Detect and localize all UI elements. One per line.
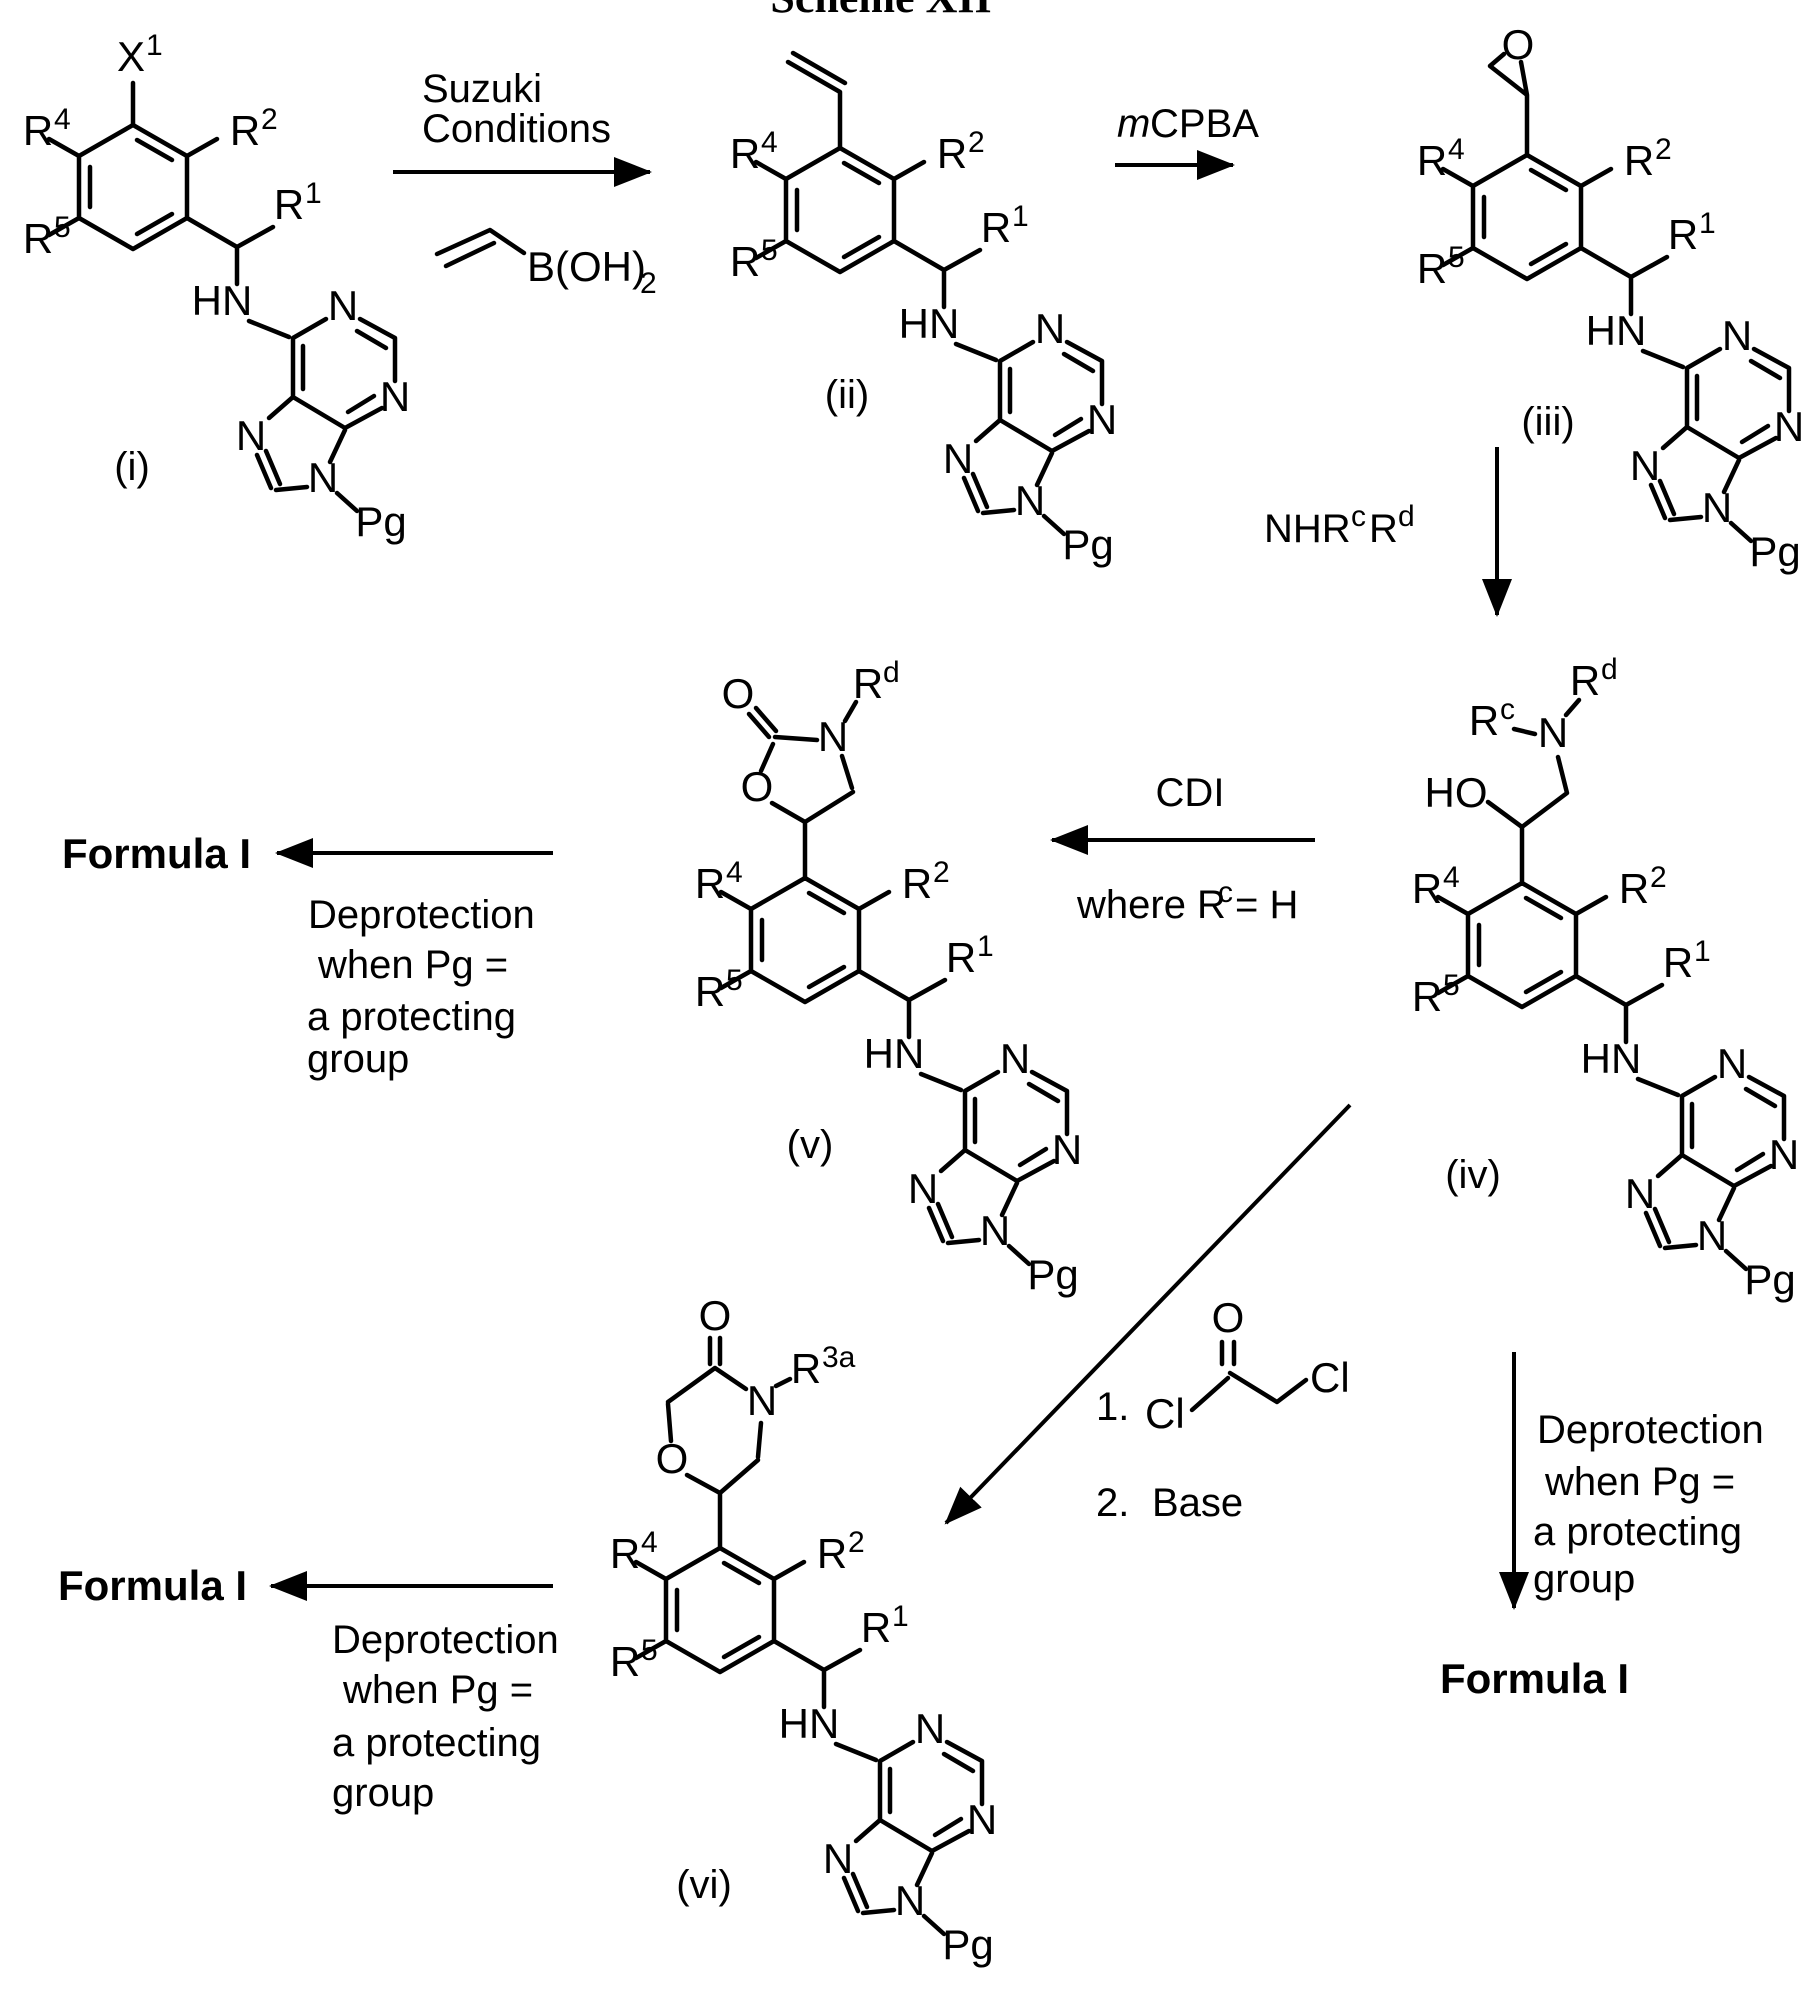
- label-ring-O: O: [656, 1435, 689, 1482]
- label-Rd: R: [853, 660, 883, 707]
- mcpba-text: CPBA: [1150, 102, 1259, 146]
- reaction-deprotection-bottom: Formula I Deprotection when Pg = a prote…: [58, 1562, 559, 1815]
- reaction-chloroacetylation: 1. Cl O Cl 2. Base: [946, 1105, 1350, 1525]
- amine-superscript-c: c: [1351, 500, 1366, 533]
- structure-iii-label: (iii): [1521, 400, 1574, 444]
- label-carbonyl-O: O: [699, 1292, 732, 1339]
- label-amine-N: N: [1538, 709, 1568, 756]
- structure-vi-label: (vi): [676, 1863, 732, 1907]
- superscript-1: 1: [146, 29, 163, 62]
- structure-vi: O N O R 3a: [610, 1292, 997, 1968]
- amine-superscript-d: d: [1398, 500, 1415, 533]
- amine-text-r: R: [1369, 507, 1398, 551]
- cdi-text: CDI: [1156, 771, 1225, 815]
- reaction-mcpba: m CPBA: [1115, 102, 1259, 165]
- label-R3a: R: [791, 1345, 821, 1392]
- vinyl-bonds: [788, 53, 845, 148]
- label-ring-N: N: [747, 1377, 777, 1424]
- step1-number: 1.: [1096, 1385, 1129, 1429]
- deprotection-line1: Deprotection: [332, 1618, 559, 1662]
- suzuki-text-line1: Suzuki: [422, 67, 542, 111]
- epoxide-bonds: [1490, 54, 1527, 155]
- chloroacetyl-chloride-bonds: [1192, 1342, 1306, 1410]
- label-boronic-acid: B(OH): [527, 243, 646, 290]
- scheme-title: Scheme XII: [770, 0, 991, 22]
- deprotection-line4: group: [307, 1037, 409, 1081]
- structure-i-label: (i): [114, 445, 150, 489]
- reaction-deprotection-left: Formula I Deprotection when Pg = a prote…: [62, 830, 553, 1081]
- label-carbonyl-O: O: [1212, 1294, 1245, 1341]
- deprotection-line3: a protecting: [332, 1721, 541, 1765]
- formula-i-right: Formula I: [1440, 1655, 1629, 1702]
- structure-iv-label: (iv): [1445, 1153, 1501, 1197]
- arrow-iv-to-vi: [946, 1105, 1350, 1523]
- label-carbonyl-O: O: [722, 670, 755, 717]
- where-superscript-c: c: [1218, 876, 1233, 909]
- structure-iv: HO N R c R d: [1412, 653, 1799, 1303]
- label-HO: HO: [1425, 769, 1488, 816]
- structure-vi-core: [610, 1526, 997, 1968]
- reaction-cdi: CDI where R c = H: [1052, 771, 1315, 927]
- label-ring-N: N: [818, 713, 848, 760]
- structure-i: X 1: [23, 29, 410, 545]
- structure-v-core: [695, 856, 1082, 1298]
- label-Cl-right: Cl: [1310, 1354, 1350, 1401]
- structure-ii: [730, 53, 1117, 568]
- deprotection-line2: when Pg =: [342, 1668, 533, 1712]
- superscript-3a: 3a: [822, 1341, 856, 1374]
- deprotection-line2: when Pg =: [317, 943, 508, 987]
- structure-i-core: [23, 103, 410, 545]
- superscript-c: c: [1500, 693, 1515, 726]
- label-epoxide-O: O: [1502, 21, 1535, 68]
- deprotection-line3: a protecting: [307, 995, 516, 1039]
- superscript-d: d: [883, 656, 900, 689]
- formula-i-bottom: Formula I: [58, 1562, 247, 1609]
- reaction-deprotection-right: Deprotection when Pg = a protecting grou…: [1440, 1352, 1764, 1702]
- deprotection-line1: Deprotection: [308, 893, 535, 937]
- structure-v-label: (v): [787, 1123, 834, 1167]
- mcpba-text-m: m: [1117, 102, 1150, 146]
- deprotection-line4: group: [332, 1771, 434, 1815]
- structure-iii: O: [1417, 21, 1804, 575]
- structure-iv-core: [1412, 861, 1799, 1303]
- label-X1: X: [117, 33, 145, 80]
- reaction-suzuki: Suzuki Conditions B(OH) 2: [393, 67, 657, 300]
- reaction-amine-opening: NHR c R d: [1264, 447, 1497, 615]
- label-ring-O: O: [741, 763, 774, 810]
- vinylboronic-acid-bonds: [437, 230, 524, 266]
- label-Rd: R: [1570, 657, 1600, 704]
- step2-base: Base: [1152, 1481, 1243, 1525]
- where-text-eq: = H: [1235, 883, 1298, 927]
- structure-ii-label: (ii): [825, 373, 869, 417]
- structure-ii-core: [730, 126, 1117, 568]
- step2-number: 2.: [1096, 1481, 1129, 1525]
- formula-i-left: Formula I: [62, 830, 251, 877]
- label-Cl-left: Cl: [1145, 1390, 1185, 1437]
- label-Rc: R: [1469, 697, 1499, 744]
- structure-v: O N O R d: [695, 656, 1082, 1298]
- deprotection-line2: when Pg =: [1544, 1460, 1735, 1504]
- deprotection-line3: a protecting: [1533, 1510, 1742, 1554]
- suzuki-text-line2: Conditions: [422, 107, 611, 151]
- deprotection-line4: group: [1533, 1557, 1635, 1601]
- subscript-2: 2: [640, 267, 657, 300]
- amine-text: NHR: [1264, 507, 1351, 551]
- deprotection-line1: Deprotection: [1537, 1408, 1764, 1452]
- where-text: where R: [1076, 883, 1226, 927]
- structure-iii-core: [1417, 133, 1804, 575]
- superscript-d: d: [1601, 653, 1618, 686]
